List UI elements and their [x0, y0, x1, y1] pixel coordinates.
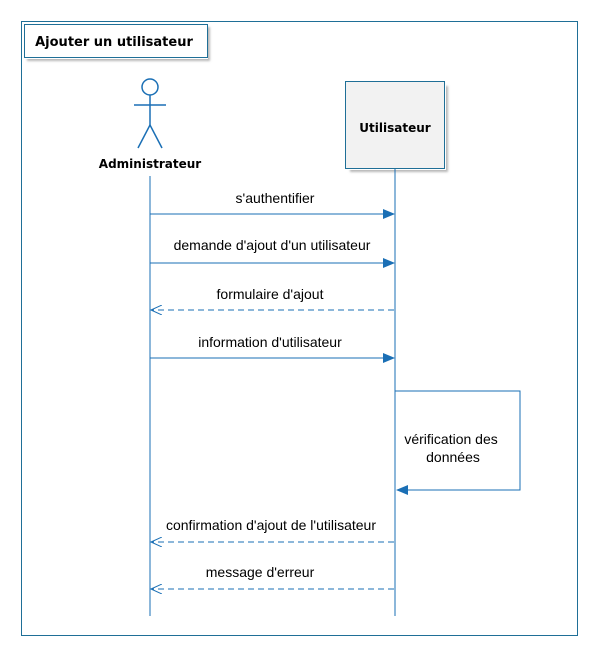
actor-label: Administrateur: [99, 157, 201, 171]
message-authenticate: s'authentifier: [150, 190, 395, 219]
frame-title: Ajouter un utilisateur: [35, 35, 193, 50]
message-label: information d'utilisateur: [198, 334, 342, 350]
lifeline-box: Utilisateur: [345, 81, 446, 170]
message-add-form-reply: formulaire d'ajout: [151, 286, 394, 310]
lifeline-label: Utilisateur: [359, 121, 430, 135]
message-error-reply: message d'erreur: [151, 564, 394, 589]
self-message-label-line-2: données: [426, 449, 480, 465]
message-label: demande d'ajout d'un utilisateur: [174, 237, 371, 253]
message-user-information: information d'utilisateur: [150, 334, 395, 363]
self-message-label: vérification des données: [404, 431, 501, 465]
message-label: message d'erreur: [206, 564, 315, 580]
self-message-label-line-1: vérification des: [404, 431, 497, 447]
message-label: confirmation d'ajout de l'utilisateur: [166, 517, 376, 533]
message-label: s'authentifier: [236, 190, 315, 206]
self-message-data-verification: vérification des données: [395, 390, 521, 495]
message-label: formulaire d'ajout: [217, 286, 324, 302]
actor-stick-figure-icon: [134, 78, 166, 149]
frame-title-tab: Ajouter un utilisateur: [24, 24, 208, 59]
message-add-confirmation-reply: confirmation d'ajout de l'utilisateur: [151, 517, 394, 542]
message-add-request: demande d'ajout d'un utilisateur: [150, 237, 395, 268]
diagram-frame: [21, 21, 578, 636]
